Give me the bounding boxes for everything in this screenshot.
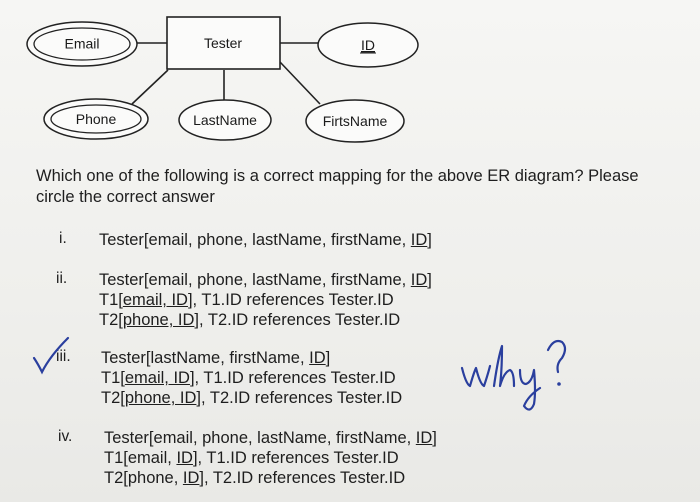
er-diagram: Email Tester ID Phone LastName FirtsName (26, 16, 419, 143)
entity-tester-label: Tester (204, 35, 242, 51)
attribute-lastname-label: LastName (193, 112, 257, 128)
question-line-1: Which one of the following is a correct … (36, 167, 639, 185)
attribute-id-label: ID (361, 37, 375, 53)
attribute-phone-label: Phone (76, 111, 117, 127)
question-line-2: circle the correct answer (36, 188, 215, 206)
option-1-text: Tester[email, phone, lastName, firstName… (99, 231, 432, 249)
attribute-firstname-label: FirtsName (323, 113, 388, 129)
checkmark-icon (32, 336, 70, 375)
attribute-lastname: LastName (178, 99, 272, 141)
option-4-number: iv. (58, 428, 73, 445)
option-3-text: Tester[lastName, firstName, ID] T1[email… (101, 349, 403, 407)
attribute-email: Email (26, 21, 138, 67)
attribute-firstname: FirtsName (305, 99, 405, 143)
option-1-number: i. (59, 230, 67, 247)
entity-tester: Tester (166, 16, 281, 70)
edge-tester-phone (131, 69, 169, 105)
attribute-email-label: Email (64, 36, 99, 52)
attribute-id: ID (317, 22, 419, 68)
option-4-text: Tester[email, phone, lastName, firstName… (104, 429, 437, 487)
question-text: Which one of the following is a correct … (36, 166, 696, 208)
option-2-number: ii. (56, 270, 68, 287)
handwritten-why-note (460, 339, 567, 411)
attribute-phone: Phone (43, 98, 149, 140)
option-3-number: iii. (56, 348, 71, 365)
edge-tester-firstname (279, 61, 321, 105)
option-2-text: Tester[email, phone, lastName, firstName… (99, 271, 432, 329)
